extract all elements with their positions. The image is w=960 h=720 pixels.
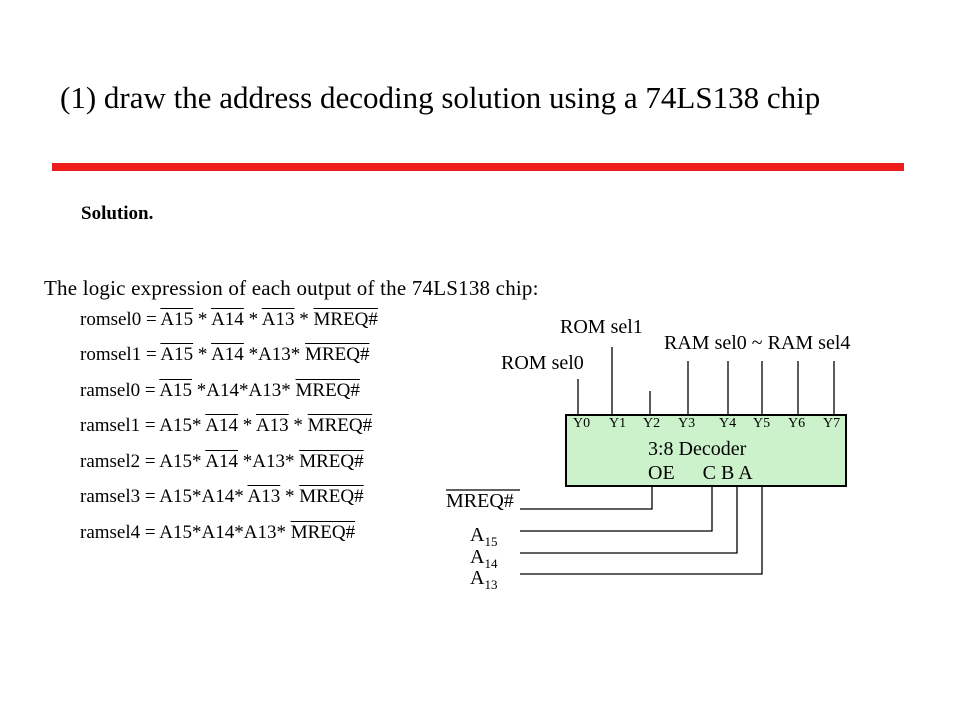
equation-lhs: ramsel2 = A15* [80, 451, 206, 472]
equation-row: ramsel0 = A15 *A14*A13* MREQ# [80, 380, 360, 402]
negated-term: MREQ# [299, 451, 364, 472]
select-pins: C B A [702, 462, 753, 484]
enable-pin: OE [648, 462, 675, 484]
pin-y1: Y1 [609, 416, 627, 431]
wire-mreq [520, 487, 653, 510]
equation-row: ramsel3 = A15*A14* A13 * MREQ# [80, 486, 364, 508]
negated-term: A14 [211, 309, 244, 330]
equation-lhs: romsel0 = [80, 309, 161, 330]
equation-lhs: ramsel1 = A15* [80, 415, 206, 436]
operator: * [243, 309, 262, 330]
solution-label: Solution. [81, 203, 154, 224]
negated-term: A14 [205, 451, 238, 472]
decoder-chip [565, 414, 847, 487]
a13-label: A13 [470, 567, 498, 592]
mreq-label: MREQ# [446, 490, 514, 512]
a15-label: A15 [470, 524, 498, 549]
operator: * [294, 309, 314, 330]
equation-lhs: romsel1 = [80, 344, 161, 365]
negated-term: A13 [255, 415, 289, 436]
decoder-inputs: OE C B A [648, 462, 753, 485]
operator: *A13* [243, 344, 306, 365]
pin-y2: Y2 [643, 416, 661, 431]
wire-a15 [520, 487, 713, 532]
negated-term: MREQ# [307, 415, 373, 436]
negated-term: A13 [247, 486, 281, 507]
negated-term: A14 [211, 344, 244, 365]
negated-term: A13 [261, 309, 295, 330]
title-divider [52, 163, 904, 171]
equation-row: ramsel1 = A15* A14 * A13 * MREQ# [80, 415, 372, 437]
equation-row: ramsel4 = A15*A14*A13* MREQ# [80, 522, 355, 544]
pin-y0: Y0 [573, 416, 591, 431]
operator: * [193, 344, 212, 365]
ram-sel-range-label: RAM sel0 ~ RAM sel4 [664, 332, 851, 354]
operator: * [193, 309, 212, 330]
wire-a14 [520, 487, 738, 554]
negated-term: MREQ# [295, 380, 360, 401]
rom-sel0-label: ROM sel0 [501, 352, 584, 374]
operator: *A13* [237, 451, 300, 472]
decoder-name: 3:8 Decoder [648, 438, 747, 460]
equation-row: romsel0 = A15 * A14 * A13 * MREQ# [80, 309, 378, 331]
operator: * [288, 415, 308, 436]
operator: *A14*A13* [192, 380, 296, 401]
pin-y5: Y5 [753, 416, 771, 431]
negated-term: MREQ# [313, 309, 378, 330]
negated-term: A15 [160, 344, 194, 365]
pin-y7: Y7 [823, 416, 841, 431]
equation-lhs: ramsel4 = A15*A14*A13* [80, 522, 291, 543]
rom-sel1-label: ROM sel1 [560, 316, 643, 338]
operator: * [280, 486, 300, 507]
equation-row: romsel1 = A15 * A14 *A13* MREQ# [80, 344, 369, 366]
equation-lhs: ramsel0 = [80, 380, 160, 401]
equation-lhs: ramsel3 = A15*A14* [80, 486, 248, 507]
operator: * [237, 415, 256, 436]
wire-a13 [520, 487, 763, 575]
negated-term: MREQ# [290, 522, 356, 543]
negated-term: A15 [160, 309, 194, 330]
negated-term: A15 [159, 380, 193, 401]
negated-term: MREQ# [299, 486, 364, 507]
negated-term: MREQ# [305, 344, 370, 365]
pin-y3: Y3 [678, 416, 696, 431]
pin-y4: Y4 [719, 416, 737, 431]
a14-label: A14 [470, 546, 498, 571]
negated-term: A14 [205, 415, 238, 436]
page-title: (1) draw the address decoding solution u… [60, 80, 821, 115]
intro-text: The logic expression of each output of t… [44, 276, 539, 300]
pin-y6: Y6 [788, 416, 806, 431]
equation-row: ramsel2 = A15* A14 *A13* MREQ# [80, 451, 364, 473]
